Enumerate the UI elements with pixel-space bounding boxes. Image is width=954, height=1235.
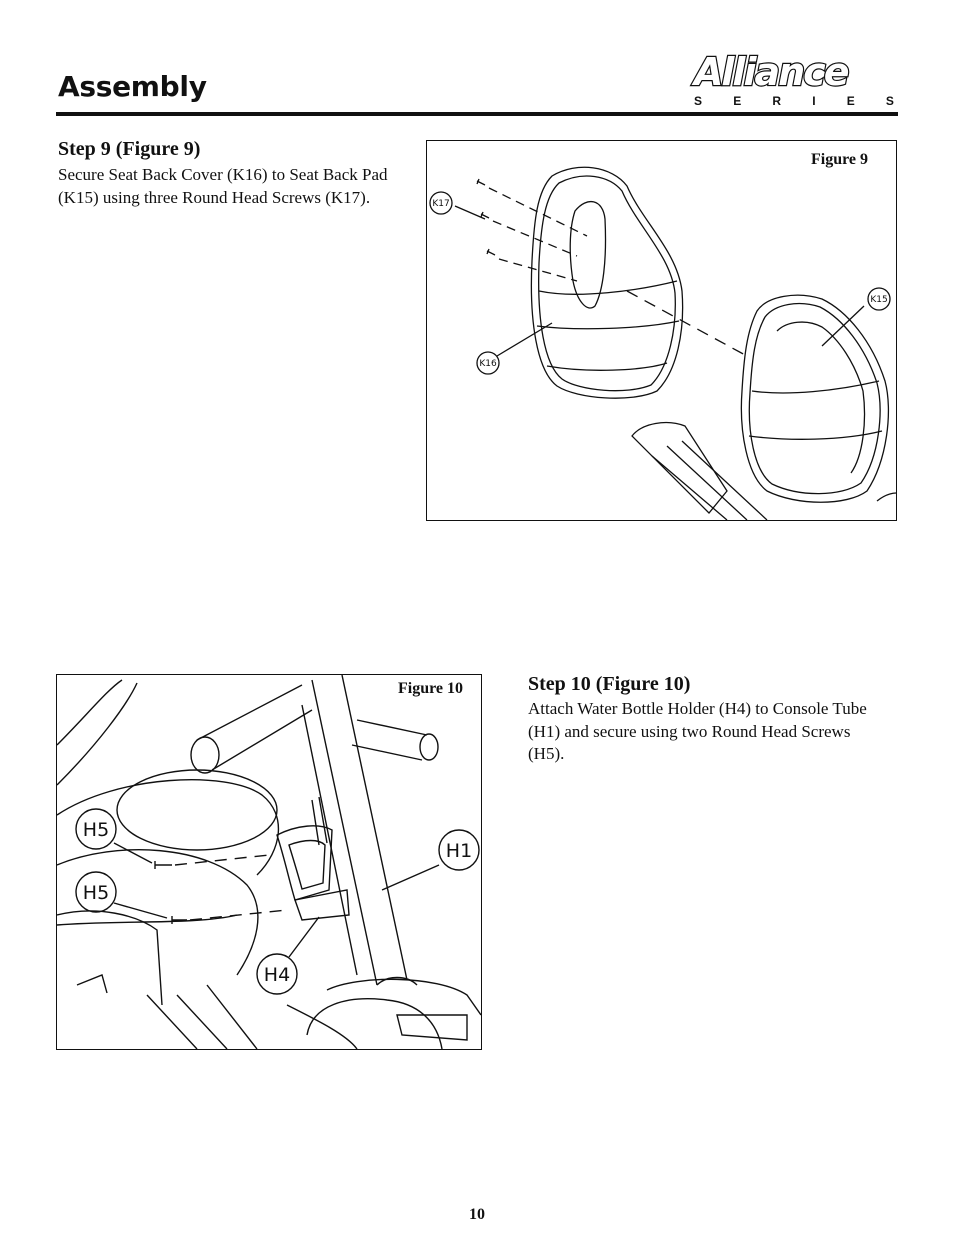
logo-subtitle: S E R I E S [694,94,894,108]
step10-heading: Step 10 (Figure 10) [528,673,691,695]
step9-instructions: Secure Seat Back Cover (K16) to Seat Bac… [58,165,388,207]
callout-h4: H4 [264,964,290,986]
logo-subtitle-letter: R [772,94,782,108]
callout-h5-upper: H5 [83,819,109,841]
logo-subtitle-letter: S [885,94,894,108]
logo-wordmark: Alliance [693,50,851,94]
callout-h1: H1 [446,840,472,862]
logo-subtitle-letter: E [846,94,855,108]
callout-k15: K15 [870,295,887,305]
callout-h5-lower: H5 [83,882,109,904]
page-number: 10 [469,1206,485,1223]
step10-instructions: Attach Water Bottle Holder (H4) to Conso… [528,699,867,763]
figure-9-caption: Figure 9 [811,151,869,168]
callout-k17: K17 [432,199,449,209]
callout-k16: K16 [479,359,497,369]
logo-subtitle-letter: I [812,94,816,108]
figure-10-caption: Figure 10 [398,680,464,697]
alliance-series-logo: Alliance S E R I E S [690,50,900,112]
figure-9-illustration: K17 K16 K15 Figure 9 [426,140,897,521]
figure-10-illustration: H5 H5 H1 H4 Figure 10 [56,674,482,1050]
logo-subtitle-letter: S [694,94,703,108]
header-divider [56,112,898,116]
step9-heading: Step 9 (Figure 9) [58,138,201,160]
section-title: Assembly [58,70,207,103]
water-bottle-holder-drawing: H5 H5 H1 H4 [57,675,481,1049]
logo-subtitle-letter: E [733,94,742,108]
seat-back-assembly-drawing: K17 K16 K15 [429,166,896,520]
